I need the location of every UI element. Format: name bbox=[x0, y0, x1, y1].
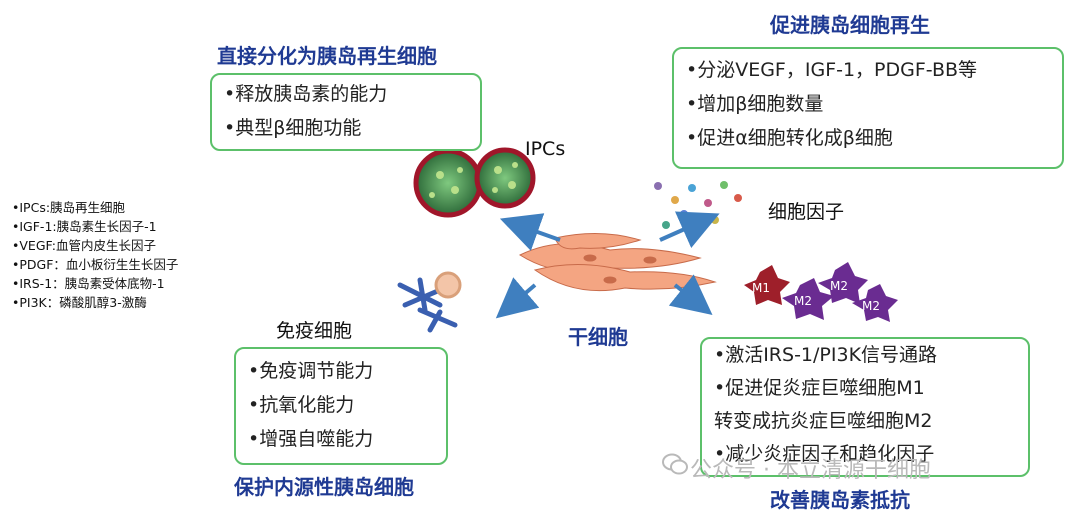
m2-label-3: M2 bbox=[862, 299, 880, 313]
legend-item: •IGF-1:胰岛素生长因子-1 bbox=[12, 219, 157, 234]
bottom-right-item-3: 转变成抗炎症巨噬细胞M2 bbox=[714, 410, 933, 432]
bottom-right-item-2: •促进促炎症巨噬细胞M1 bbox=[714, 377, 925, 399]
m2-label-1: M2 bbox=[794, 294, 812, 308]
legend-item: •PI3K：磷酸肌醇3-激酶 bbox=[12, 295, 147, 310]
wechat-icon bbox=[662, 453, 688, 475]
bottom-right-item-1: •激活IRS-1/PI3K信号通路 bbox=[714, 344, 938, 366]
watermark-text: 公众号 · 本立清源干细胞 bbox=[690, 458, 931, 483]
m1-label: M1 bbox=[752, 281, 770, 295]
arrows bbox=[495, 211, 720, 319]
immune-cell-icon bbox=[397, 271, 462, 333]
top-left-item-1: •释放胰岛素的能力 bbox=[224, 83, 388, 105]
top-right-box: •分泌VEGF，IGF-1，PDGF-BB等 •增加β细胞数量 •促进α细胞转化… bbox=[672, 47, 1064, 169]
legend-item: •IRS-1：胰岛素受体底物-1 bbox=[12, 276, 165, 291]
ipcs-label: IPCs bbox=[525, 138, 566, 160]
stem-cell-icon bbox=[518, 233, 717, 292]
legend-item: •VEGF:血管内皮生长因子 bbox=[12, 238, 156, 253]
top-left-item-2: •典型β细胞功能 bbox=[224, 117, 362, 139]
top-left-title: 直接分化为胰岛再生细胞 bbox=[217, 44, 437, 68]
top-right-item-1: •分泌VEGF，IGF-1，PDGF-BB等 bbox=[686, 59, 978, 81]
m2-label-2: M2 bbox=[830, 279, 848, 293]
top-right-item-3: •促进α细胞转化成β细胞 bbox=[686, 127, 893, 149]
bottom-left-title: 保护内源性胰岛细胞 bbox=[234, 475, 414, 499]
ipc-cluster-icon bbox=[413, 147, 536, 218]
cytokine-label: 细胞因子 bbox=[768, 201, 845, 223]
legend-item: •IPCs:胰岛再生细胞 bbox=[12, 200, 126, 215]
top-right-title: 促进胰岛细胞再生 bbox=[770, 13, 930, 37]
immune-cell-label: 免疫细胞 bbox=[276, 320, 353, 342]
legend-item: •PDGF：血小板衍生生长因子 bbox=[12, 257, 179, 272]
abbreviation-legend: •IPCs:胰岛再生细胞 •IGF-1:胰岛素生长因子-1 •VEGF:血管内皮… bbox=[12, 198, 178, 312]
top-left-box: •释放胰岛素的能力 •典型β细胞功能 bbox=[210, 73, 482, 151]
bottom-left-item-1: •免疫调节能力 bbox=[248, 360, 374, 382]
bottom-left-box: •免疫调节能力 •抗氧化能力 •增强自噬能力 bbox=[234, 347, 448, 465]
top-right-item-2: •增加β细胞数量 bbox=[686, 93, 824, 115]
bottom-left-item-2: •抗氧化能力 bbox=[248, 394, 355, 416]
bottom-right-title: 改善胰岛素抵抗 bbox=[770, 488, 910, 512]
bottom-right-box: •激活IRS-1/PI3K信号通路 •促进促炎症巨噬细胞M1 转变成抗炎症巨噬细… bbox=[700, 337, 1030, 477]
stem-cell-label: 干细胞 bbox=[568, 325, 628, 349]
bottom-left-item-3: •增强自噬能力 bbox=[248, 428, 374, 450]
bottom-right-item-4: •减少炎症因子和趋化因子 bbox=[714, 443, 935, 465]
macrophage-icon bbox=[744, 262, 898, 322]
